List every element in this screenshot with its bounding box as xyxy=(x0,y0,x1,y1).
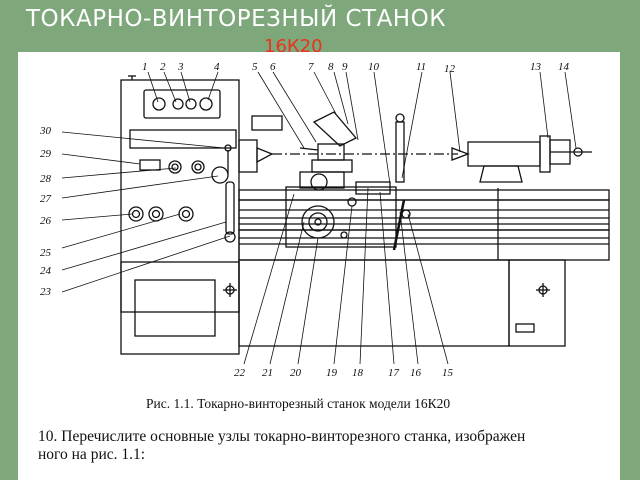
callout-28: 28 xyxy=(40,173,52,185)
callout-11: 11 xyxy=(416,61,426,73)
callout-21: 21 xyxy=(262,367,273,379)
callout-10: 10 xyxy=(368,61,380,73)
callouts-left: 30 29 28 27 26 25 24 23 xyxy=(39,125,52,298)
callout-17: 17 xyxy=(388,367,400,379)
callout-13: 13 xyxy=(530,61,542,73)
callout-30: 30 xyxy=(39,125,52,137)
callout-29: 29 xyxy=(40,148,52,160)
callouts-bottom: 22 21 20 19 18 17 16 15 xyxy=(234,367,454,379)
callout-9: 9 xyxy=(342,61,348,73)
callout-22: 22 xyxy=(234,367,246,379)
callout-6: 6 xyxy=(270,61,276,73)
callout-18: 18 xyxy=(352,367,364,379)
callout-14: 14 xyxy=(558,61,570,73)
title-line-1: ТОКАРНО-ВИНТОРЕЗНЫЙ СТАНОК xyxy=(26,6,447,32)
callout-15: 15 xyxy=(442,367,454,379)
callout-16: 16 xyxy=(410,367,422,379)
question-line-1: 10. Перечислите основные узлы токарно-ви… xyxy=(38,428,526,445)
callout-2: 2 xyxy=(160,61,166,73)
content-panel: 1 2 3 4 5 6 7 8 9 10 11 12 13 14 30 29 2… xyxy=(18,52,620,480)
callout-19: 19 xyxy=(326,367,338,379)
callout-23: 23 xyxy=(40,286,52,298)
callout-27: 27 xyxy=(40,193,52,205)
figure-caption: Рис. 1.1. Токарно-винторезный станок мод… xyxy=(146,396,451,411)
control-panel xyxy=(143,89,221,119)
callout-7: 7 xyxy=(308,61,314,73)
question-line-2: ного на рис. 1.1: xyxy=(38,446,146,463)
speed-plate xyxy=(129,129,237,149)
callout-1: 1 xyxy=(142,61,148,73)
title-line-2: 16К20 xyxy=(264,36,323,57)
callout-3: 3 xyxy=(177,61,184,73)
callouts-top: 1 2 3 4 5 6 7 8 9 10 11 12 13 14 xyxy=(142,61,570,75)
callout-12: 12 xyxy=(444,63,456,75)
callout-5: 5 xyxy=(252,61,258,73)
callout-8: 8 xyxy=(328,61,334,73)
lathe-diagram: 1 2 3 4 5 6 7 8 9 10 11 12 13 14 30 29 2… xyxy=(39,61,610,379)
callout-24: 24 xyxy=(40,265,52,277)
callout-20: 20 xyxy=(290,367,302,379)
callout-26: 26 xyxy=(40,215,52,227)
callout-25: 25 xyxy=(40,247,52,259)
callout-4: 4 xyxy=(214,61,220,73)
headstock xyxy=(120,79,240,313)
question-text: 10. Перечислите основные узлы токарно-ви… xyxy=(38,428,618,464)
